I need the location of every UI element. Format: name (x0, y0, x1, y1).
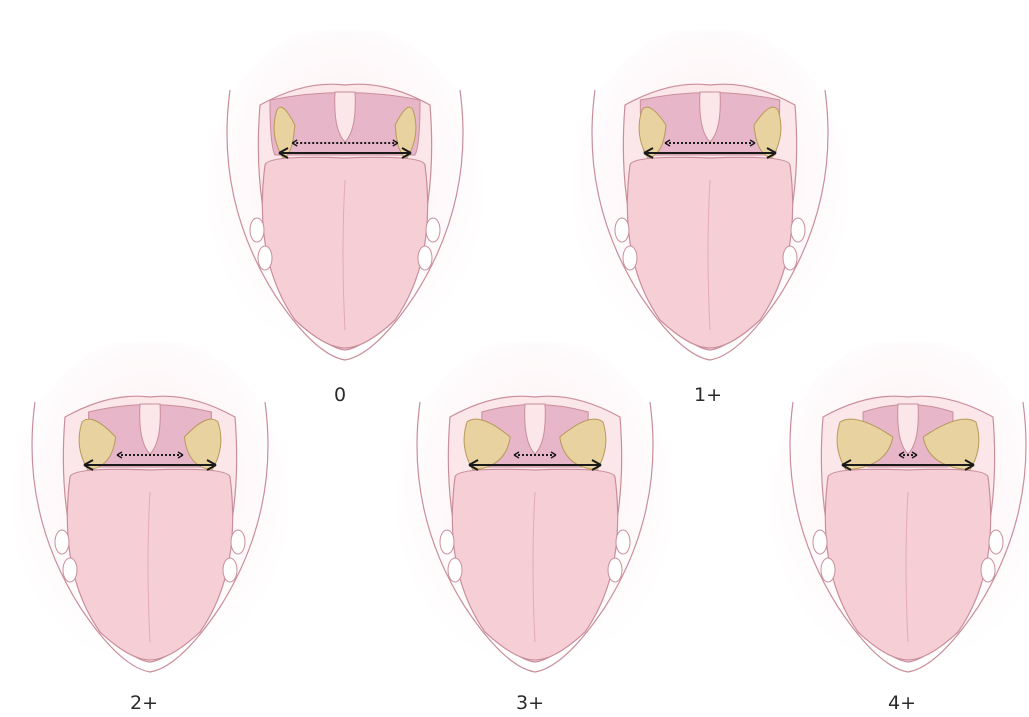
mouth-illustration (205, 30, 485, 370)
molar-tooth (426, 218, 440, 242)
molar-tooth (989, 530, 1003, 554)
molar-tooth (623, 246, 637, 270)
molar-tooth (231, 530, 245, 554)
mouth-illustration (395, 342, 675, 682)
molar-tooth (418, 246, 432, 270)
molar-tooth (981, 558, 995, 582)
grade-label-0: 0 (300, 384, 380, 406)
diagram-panel-grade-4 (768, 342, 1029, 682)
diagram-panel-grade-2 (10, 342, 290, 682)
molar-tooth (791, 218, 805, 242)
molar-tooth (63, 558, 77, 582)
molar-tooth (616, 530, 630, 554)
grade-label-2: 2+ (104, 692, 184, 714)
molar-tooth (440, 530, 454, 554)
diagram-panel-grade-3 (395, 342, 675, 682)
molar-tooth (55, 530, 69, 554)
molar-tooth (448, 558, 462, 582)
grade-label-1: 1+ (668, 384, 748, 406)
mouth-illustration (768, 342, 1029, 682)
molar-tooth (258, 246, 272, 270)
diagram-panel-grade-1 (570, 30, 850, 370)
mouth-illustration (10, 342, 290, 682)
diagram-panel-grade-0 (205, 30, 485, 370)
molar-tooth (608, 558, 622, 582)
molar-tooth (813, 530, 827, 554)
grade-label-3: 3+ (490, 692, 570, 714)
mouth-illustration (570, 30, 850, 370)
molar-tooth (223, 558, 237, 582)
grade-label-4: 4+ (862, 692, 942, 714)
molar-tooth (250, 218, 264, 242)
molar-tooth (783, 246, 797, 270)
molar-tooth (615, 218, 629, 242)
molar-tooth (821, 558, 835, 582)
